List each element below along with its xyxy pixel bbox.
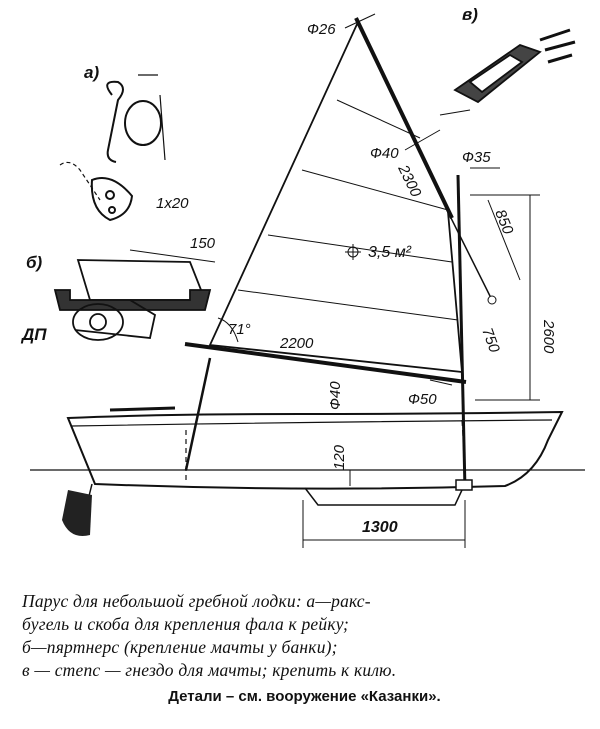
figure-caption: Парус для небольшой гребной лодки: а—рак…	[22, 590, 587, 705]
angle-arc	[217, 317, 239, 343]
dim-boom-length: 2200	[279, 335, 314, 352]
dim-boom-diameter: Ф40	[327, 381, 344, 410]
label-dp: ДП	[20, 325, 47, 344]
dim-top-diameter: Ф26	[307, 21, 336, 38]
label-detail-b: б)	[26, 253, 43, 272]
label-detail-a: а)	[84, 63, 99, 82]
dim-sail-area: 3,5 м²	[368, 244, 412, 261]
dim-keel-length: 1300	[362, 519, 398, 536]
caption-line-2: бугель и скоба для крепления фала к рейк…	[22, 614, 350, 634]
strut-end	[487, 295, 497, 305]
dim-strut-length: 750	[478, 326, 503, 356]
caption-line-4: в — степс — гнездо для мачты; крепить к …	[22, 660, 397, 680]
rudder	[62, 490, 92, 536]
caption-line-1: Парус для небольшой гребной лодки: а—рак…	[22, 591, 371, 611]
dim-yard-diameter: Ф40	[370, 145, 399, 162]
oar-post	[184, 357, 212, 471]
detail-v-step	[439, 28, 576, 116]
detail-b-partners	[53, 249, 216, 341]
detail-a-shackle	[59, 74, 166, 222]
caption-note: Детали – см. вооружение «Казанки».	[168, 688, 441, 705]
dim-draft: 120	[331, 444, 348, 470]
dim-stay-length: 850	[491, 207, 516, 237]
mast	[456, 174, 467, 491]
label-partners-size: 150	[190, 235, 216, 252]
dim-mast-height: 2600	[540, 319, 557, 354]
sail	[208, 19, 463, 374]
dim-boom-end-diameter: Ф50	[408, 391, 437, 408]
label-link-size: 1x20	[156, 195, 189, 212]
boom	[184, 342, 467, 384]
step-socket	[455, 479, 473, 491]
dimension-lines	[302, 13, 540, 548]
sail-strut	[447, 211, 493, 301]
label-detail-v: в)	[462, 5, 478, 24]
caption-line-3: б—пяртнерс (крепление мачты у банки);	[22, 637, 338, 657]
boat-hull	[66, 406, 564, 501]
sail-center-mark	[345, 244, 361, 260]
sail-rig-diagram: а) б) в) ДП 1x20 150 Ф26 Ф40 2300 Ф35 3,…	[20, 5, 585, 548]
sail-seams	[237, 99, 459, 321]
dim-mast-diameter: Ф35	[462, 149, 491, 166]
yard	[354, 17, 454, 219]
dim-angle: 71°	[228, 321, 251, 338]
keel	[304, 487, 463, 506]
mast-inside-hull	[461, 419, 467, 486]
